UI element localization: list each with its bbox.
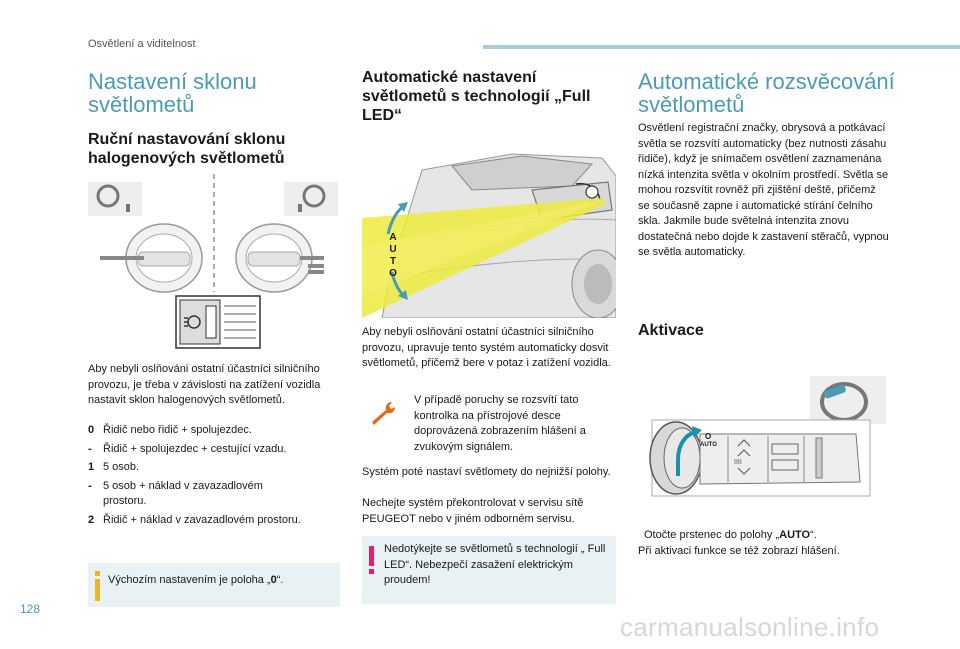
list-item: - 5 osob + náklad v zavazadlovém prostor… (88, 479, 340, 510)
list-text: 5 osob. (103, 461, 140, 473)
instruction-prefix: Otočte prstenec do polohy „ (644, 529, 780, 541)
col2-title: Automatické nastavení světlometů s techn… (362, 69, 591, 124)
full-led-illustration: A U T O (362, 146, 616, 318)
steering-wheel-left (100, 223, 203, 293)
list-key: 0 (88, 424, 95, 436)
stalk-label-auto: AUTO (700, 442, 717, 448)
alert-box: Nedotýkejte se světlometů s technologií … (362, 536, 616, 604)
small-wheel-icon (810, 376, 886, 424)
stalk-label-o: O (705, 432, 712, 441)
steering-wheel-right (235, 223, 324, 293)
info-text-suffix: “. (276, 574, 284, 586)
alert-icon (369, 546, 374, 574)
col3-title: Automatické rozsvěcování světlometů (638, 69, 895, 117)
col3-subtitle: Aktivace (638, 322, 704, 339)
headlamp-adjust-dial (175, 295, 261, 349)
list-key: 1 (88, 461, 95, 473)
small-wheel-icon-left (88, 182, 142, 216)
list-text: Řidič + náklad v zavazadlovém prostoru. (103, 513, 301, 526)
list-item: 1 5 osob. (88, 460, 340, 476)
lighting-stalk-illustration: IIII O AUTO (638, 372, 890, 522)
list-key: 2 (88, 513, 95, 526)
list-item: - Řidič + spolujezdec + cestující vzadu. (88, 442, 340, 458)
info-text-prefix: Výchozím nastavením je poloha „ (108, 574, 271, 586)
list-text: 5 osob + náklad v zavazadlovém prostoru. (103, 479, 263, 508)
list-text: Řidič + spolujezdec + cestující vzadu. (103, 442, 287, 455)
load-list: 0 Řidič nebo řidič + spolujezdec. - Řidi… (88, 423, 340, 528)
col1-title: Nastavení sklonu světlometů (88, 69, 257, 117)
page-number: 128 (20, 602, 41, 616)
col2-warning: V případě poruchy se rozsvítí tato kontr… (414, 394, 586, 453)
alert-text: Nedotýkejte se světlometů s technologií … (384, 543, 606, 586)
list-item: 2 Řidič + náklad v zavazadlovém prostoru… (88, 513, 340, 529)
col2-paragraph2: Systém poté nastaví světlomety do nejniž… (362, 466, 611, 478)
wrench-icon (372, 402, 395, 425)
info-icon (95, 571, 100, 601)
section-header: Osvětlení a viditelnost (88, 38, 196, 50)
col1-paragraph: Aby nebyli oslňováni ostatní účastníci s… (88, 363, 321, 406)
col3-note: Při aktivaci funkce se též zobrazí hláše… (638, 545, 840, 557)
list-key: - (88, 479, 92, 492)
col2-paragraph: Aby nebyli oslňováni ostatní účastníci s… (362, 326, 611, 369)
auto-vertical-label: A U T O (389, 232, 397, 279)
header-rule (483, 45, 960, 49)
watermark: carmanualsonline.info (620, 612, 880, 642)
list-key: - (88, 442, 92, 455)
svg-text:IIII: IIII (734, 459, 742, 466)
list-item: 0 Řidič nebo řidič + spolujezdec. (88, 423, 340, 439)
list-text: Řidič nebo řidič + spolujezdec. (103, 424, 252, 436)
col1-subtitle: Ruční nastavování sklonu halogenových sv… (88, 131, 286, 167)
col3-instruction: Otočte prstenec do polohy „AUTO“. (638, 528, 890, 544)
manual-adjust-illustration (88, 172, 340, 350)
instruction-suffix: “. (810, 529, 817, 541)
info-box: Výchozím nastavením je poloha „0“. (88, 563, 340, 607)
small-wheel-icon-right (284, 182, 338, 216)
col3-paragraph: Osvětlení registrační značky, obrysová a… (638, 122, 889, 258)
instruction-value: AUTO (779, 529, 811, 541)
col2-paragraph3: Nechejte systém překontrolovat v servisu… (362, 497, 584, 525)
info-value: 0 (270, 574, 277, 586)
